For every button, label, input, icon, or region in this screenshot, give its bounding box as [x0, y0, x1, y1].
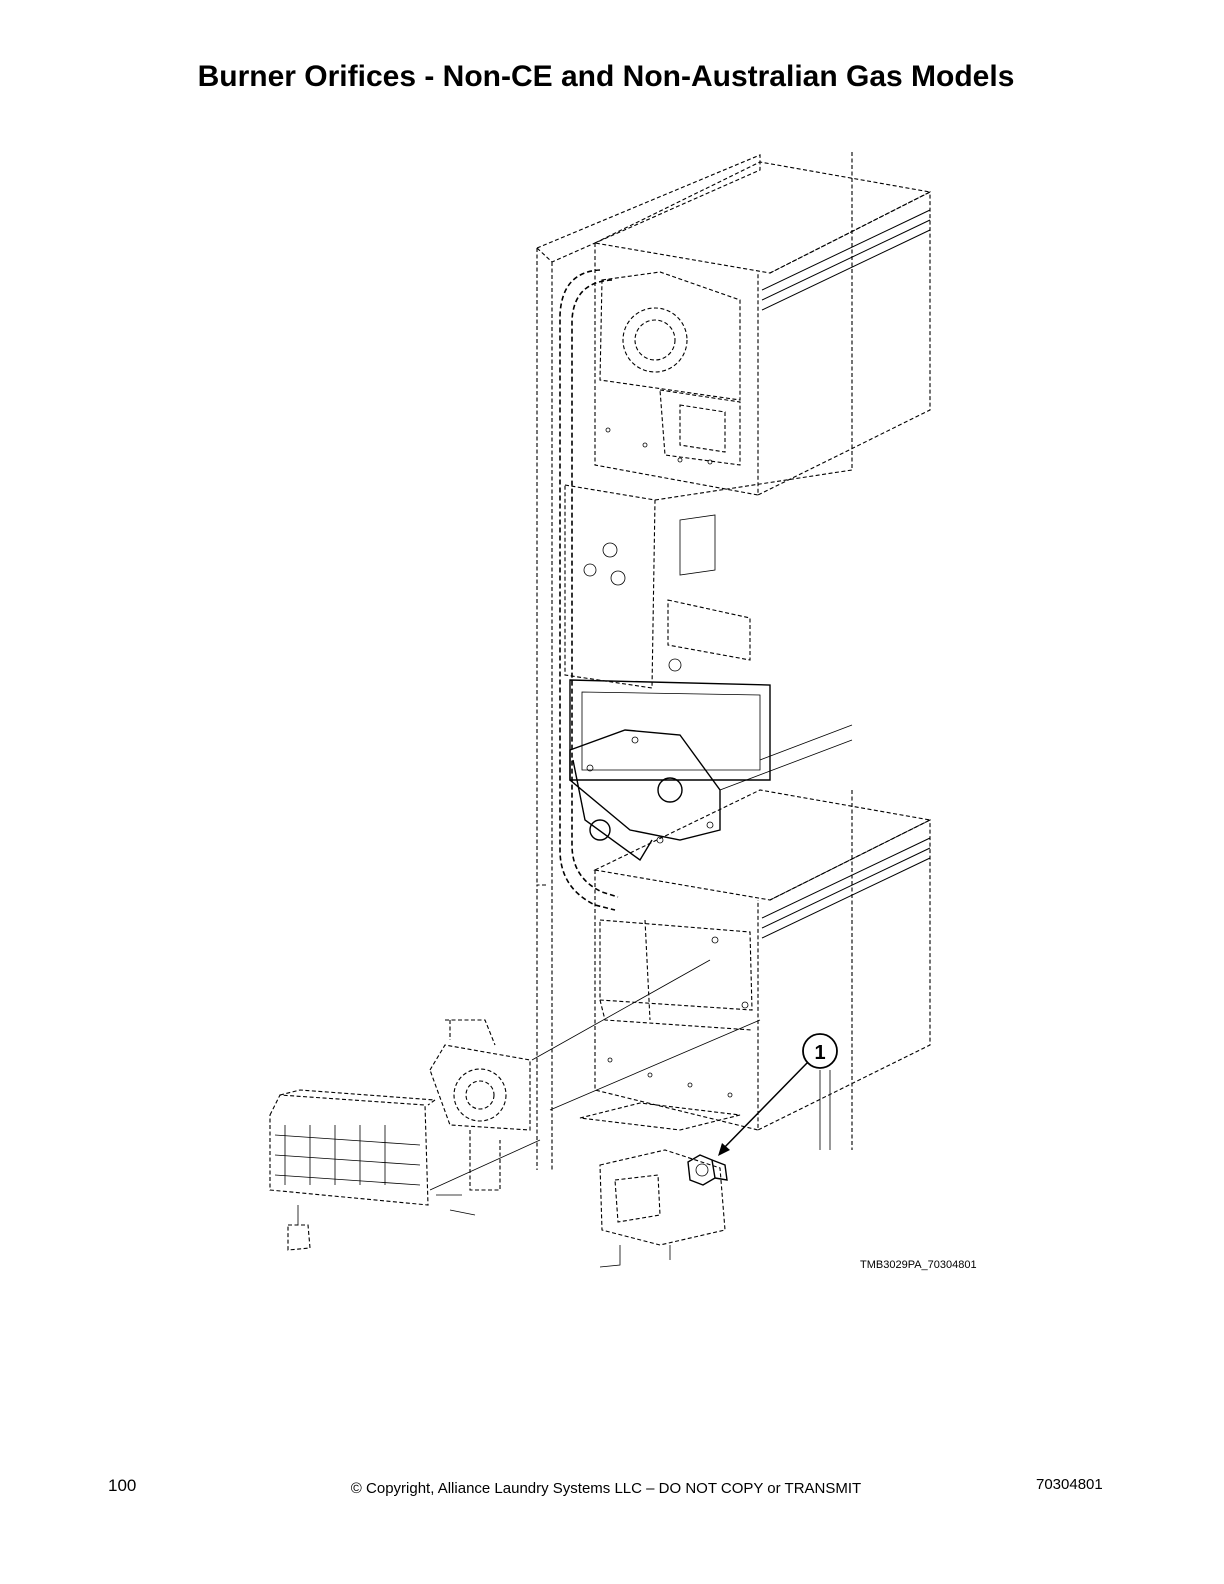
document-number: 70304801: [1036, 1476, 1103, 1493]
exploded-parts-diagram: 1: [240, 140, 1000, 1290]
page-number: 100: [108, 1476, 137, 1495]
burner-orifice: [687, 1154, 728, 1186]
gas-pipe: [559, 269, 619, 911]
mounting-bracket: [569, 679, 853, 862]
upper-burner-housing: [593, 161, 932, 496]
lower-burner-housing: [579, 789, 932, 1131]
diagram-drawing: 1: [269, 152, 932, 1268]
page-title: Burner Orifices - Non-CE and Non-Austral…: [197, 60, 1015, 93]
gas-valve-bracket: [599, 1149, 726, 1268]
burner-tube-assembly: [269, 959, 761, 1251]
copyright-notice: © Copyright, Alliance Laundry Systems LL…: [350, 1480, 862, 1497]
control-box: [564, 469, 853, 689]
figure-id: TMB3029PA_70304801: [860, 1259, 977, 1271]
callout-1-label: 1: [814, 1042, 825, 1064]
callout-1: [718, 1033, 838, 1156]
cabinet-panel: [536, 152, 853, 1170]
